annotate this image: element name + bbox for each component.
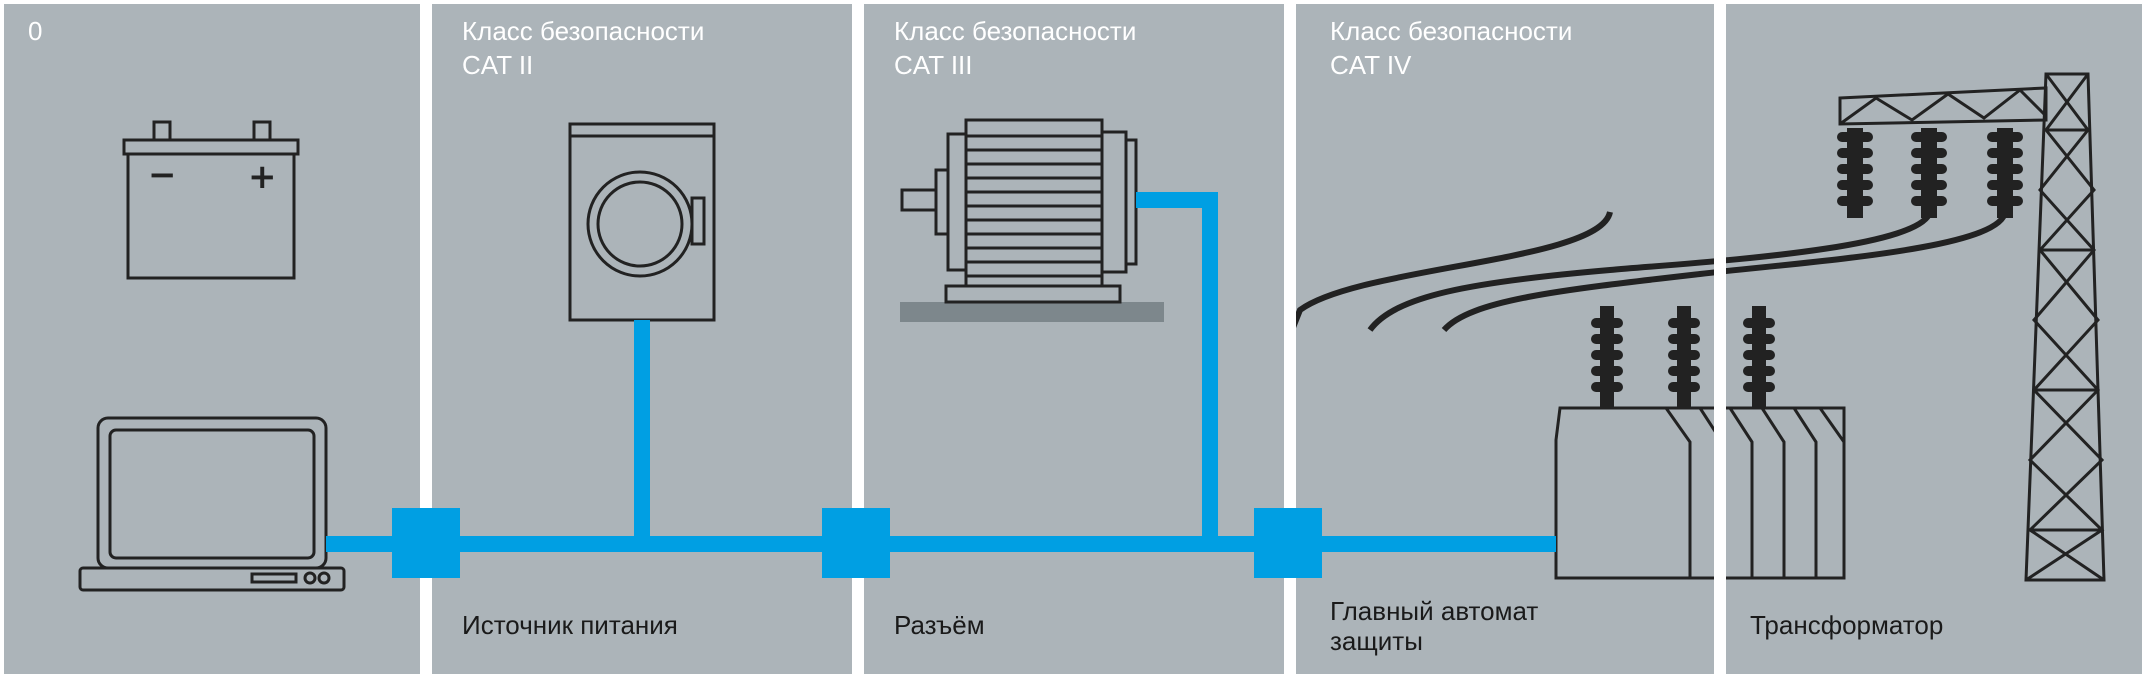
zone-1-category: CAT II: [462, 50, 533, 80]
svg-text:Источник питания: Источник питания: [462, 610, 678, 640]
zone-3-title: Класс безопасности: [1330, 16, 1572, 46]
svg-text:0: 0: [28, 16, 42, 46]
battery-icon: − +: [122, 120, 300, 280]
junction-block-3: [1254, 508, 1322, 578]
svg-text:Главный автомат: Главный автомат: [1330, 596, 1538, 626]
battery-plus: +: [248, 157, 277, 197]
svg-text:CAT II: CAT II: [462, 50, 533, 80]
power-tower-icon: [1838, 72, 2106, 582]
zone-1-title: Класс безопасности: [462, 16, 704, 46]
zone-0-label: 0: [28, 16, 42, 46]
svg-text:Класс безопасности: Класс безопасности: [462, 16, 704, 46]
laptop-icon: [78, 416, 346, 592]
svg-text:Трансформатор: Трансформатор: [1750, 610, 1943, 640]
battery-minus: −: [148, 155, 177, 195]
svg-text:CAT IV: CAT IV: [1330, 50, 1412, 80]
zone-2-category: CAT III: [894, 50, 973, 80]
junction-block-1: [392, 508, 460, 578]
svg-text:Класс безопасности: Класс безопасности: [1330, 16, 1572, 46]
divider-4: [1714, 0, 1726, 678]
connector-label: Разъём: [894, 610, 985, 640]
transformer-label: Трансформатор: [1750, 610, 1943, 640]
power-source-label: Источник питания: [462, 610, 678, 640]
svg-text:CAT III: CAT III: [894, 50, 973, 80]
zone-panel-2: [864, 4, 1284, 674]
main-breaker-label-line2: защиты: [1330, 626, 1423, 656]
zone-panel-0: [4, 4, 420, 674]
zone-3-category: CAT IV: [1330, 50, 1412, 80]
main-breaker-label-line1: Главный автомат: [1330, 596, 1538, 626]
wiring: [326, 192, 1556, 552]
svg-text:Разъём: Разъём: [894, 610, 985, 640]
zone-panel-4: [1726, 4, 2142, 674]
svg-text:защиты: защиты: [1330, 626, 1423, 656]
zone-panel-3: [1296, 4, 1714, 674]
zone-2-title: Класс безопасности: [894, 16, 1136, 46]
electric-motor-icon: [900, 118, 1164, 322]
junction-block-2: [822, 508, 890, 578]
svg-text:Класс безопасности: Класс безопасности: [894, 16, 1136, 46]
